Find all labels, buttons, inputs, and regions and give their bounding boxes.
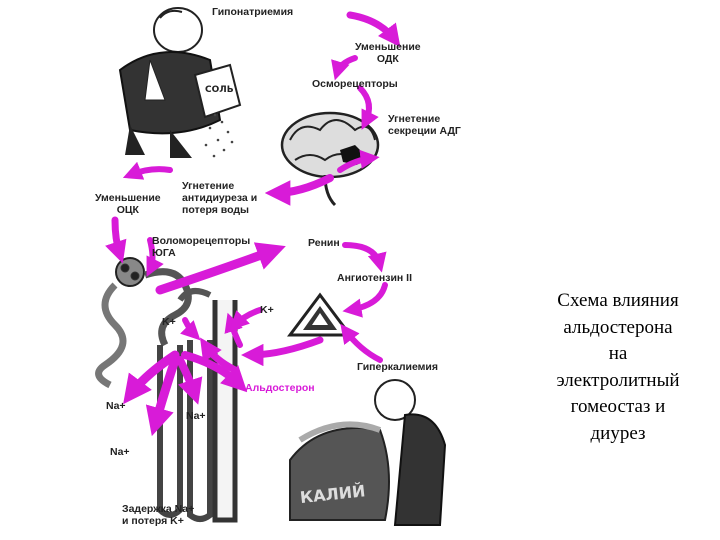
nephron-illustration [95, 257, 238, 523]
arrow-renin-to-angiotensin [342, 242, 387, 273]
na-plus-label-3: Na+ [110, 446, 130, 458]
arrow-kidney-to-renin [155, 242, 286, 295]
k-plus-label-1: K+ [162, 316, 176, 328]
renin-label: Ренин [308, 237, 340, 249]
salt-box-label: СОЛЬ [205, 85, 234, 95]
arrow-angiotensin-to-adrenal [342, 282, 388, 318]
man-with-salt-illustration: СОЛЬ [118, 7, 242, 158]
hyperkalemia-label: Гиперкалиемия [357, 361, 439, 373]
arrow-hyperkalemia-to-adrenal [340, 323, 383, 363]
adh-inhibition-label: Угнетение секреции АДГ [388, 113, 461, 137]
flow-arrows [105, 11, 401, 437]
ock-decrease-left-label: Уменьшение ОЦК [95, 192, 161, 216]
arrow-k-plus-right [229, 307, 263, 331]
k-plus-label-2: K+ [260, 304, 274, 316]
angiotensin-label: Ангиотензин II [337, 272, 412, 284]
arrow-ock-to-kidney [105, 216, 127, 264]
arrow-ock-to-osmoreceptors [331, 55, 358, 81]
na-plus-label-2: Na+ [186, 410, 206, 422]
hyponatremia-label: Гипонатриемия [212, 6, 294, 18]
diagram-caption: Схема влияния альдостерона на электролит… [556, 290, 680, 444]
arrow-osmoreceptors-to-brain [357, 85, 379, 130]
arrow-adh-to-antidiuresis [264, 174, 334, 206]
arrow-na-out-3 [176, 356, 203, 405]
man-with-potassium-illustration: КАЛИЙ [289, 379, 447, 526]
arrow-antidiuresis-to-ock [122, 161, 173, 180]
ock-decrease-top-label: Уменьшение ОДК [355, 41, 421, 65]
adrenal-gland-illustration [287, 292, 353, 337]
aldosterone-label: Альдостерон [245, 382, 315, 394]
arrow-hyponatremia-to-ock [346, 11, 401, 48]
arrow-volumoreceptors-to-kidney [146, 237, 164, 277]
na-plus-label-1: Na+ [106, 400, 126, 412]
arrow-na-out-1 [123, 350, 180, 405]
volumoreceptors-label: Воломорецепторы ЮГА [152, 235, 251, 259]
arrow-na-out-4 [181, 351, 248, 393]
arrow-adrenal-to-aldosterone [241, 336, 324, 367]
osmoreceptors-label: Осморецепторы [312, 78, 398, 90]
antidiuresis-label: Угнетение антидиуреза и потеря воды [182, 180, 258, 216]
arrow-brain-to-adh [337, 149, 380, 173]
arrow-k-plus-left [180, 317, 201, 341]
arrow-na-out-2 [145, 355, 180, 437]
retention-label: Задержка Na+ и потеря K+ [122, 503, 195, 527]
